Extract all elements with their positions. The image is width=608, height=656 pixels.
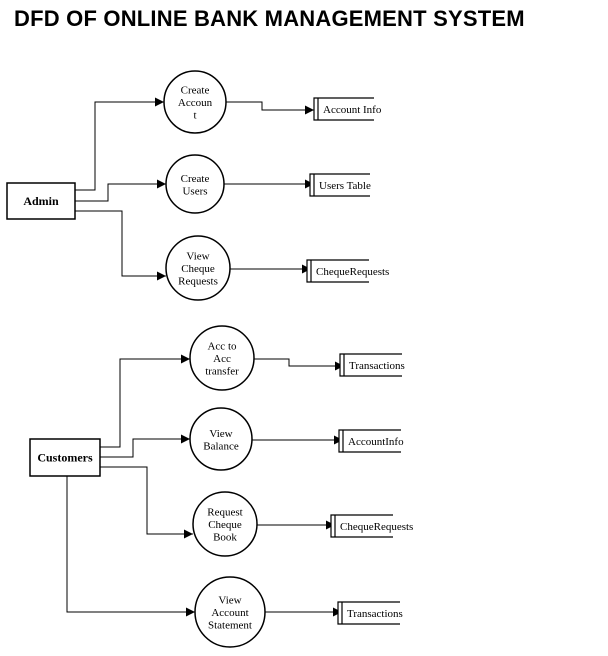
process-label-line: Create	[181, 173, 210, 185]
process-label-line: transfer	[205, 366, 239, 378]
flow-customers-to-acc-to-acc-transfer	[100, 354, 190, 448]
process-label-line: View	[209, 428, 232, 440]
flow-customers-to-view-balance	[100, 434, 190, 458]
process-label-line: Balance	[203, 440, 239, 452]
process-label-line: Users	[182, 185, 207, 197]
process-label-line: Cheque	[208, 519, 242, 531]
flow-create-account-to-account-info	[226, 101, 314, 115]
entity-admin: Admin	[6, 182, 76, 220]
process-label-line: Account	[211, 607, 248, 619]
store-account-info: Account Info	[313, 97, 382, 121]
entity-label: Customers	[37, 451, 93, 465]
store-accountinfo-2: AccountInfo	[338, 429, 404, 453]
store-label: Users Table	[319, 180, 371, 192]
process-label-line: View	[218, 595, 241, 607]
entity-label: Admin	[23, 194, 59, 208]
store-label: ChequeRequests	[316, 266, 389, 278]
process-label-line: Cheque	[181, 263, 215, 275]
process-label-line: Statement	[208, 620, 252, 632]
store-cheque-requests-1: ChequeRequests	[306, 259, 389, 283]
store-label: ChequeRequests	[340, 521, 413, 533]
flow-admin-to-view-cheque-requests	[75, 210, 166, 281]
store-label: AccountInfo	[348, 436, 404, 448]
process-label-line: View	[186, 251, 209, 263]
flow-customers-to-view-account-statement	[66, 476, 195, 617]
store-transactions-2: Transactions	[337, 601, 403, 625]
flow-acc-to-acc-transfer-to-transactions-1	[254, 358, 344, 371]
flow-admin-to-create-account	[75, 97, 164, 191]
process-label-line: Acc	[213, 353, 231, 365]
process-label-line: Book	[213, 532, 237, 544]
store-label: Transactions	[349, 360, 405, 372]
process-label-line: t	[193, 110, 196, 122]
flow-admin-to-create-users	[75, 179, 166, 202]
store-label: Transactions	[347, 608, 403, 620]
entity-customers: Customers	[29, 438, 101, 477]
process-label-line: Requests	[178, 276, 218, 288]
process-label-line: Accoun	[178, 97, 213, 109]
process-label-line: Acc to	[207, 341, 237, 353]
process-label-line: Create	[181, 85, 210, 97]
store-transactions-1: Transactions	[339, 353, 405, 377]
page-title: DFD OF ONLINE BANK MANAGEMENT SYSTEM	[14, 6, 525, 31]
store-cheque-requests-2: ChequeRequests	[330, 514, 413, 538]
process-label-line: Request	[207, 507, 242, 519]
store-users-table: Users Table	[309, 173, 371, 197]
flow-customers-to-request-cheque-book	[100, 466, 193, 539]
store-label: Account Info	[323, 104, 382, 116]
